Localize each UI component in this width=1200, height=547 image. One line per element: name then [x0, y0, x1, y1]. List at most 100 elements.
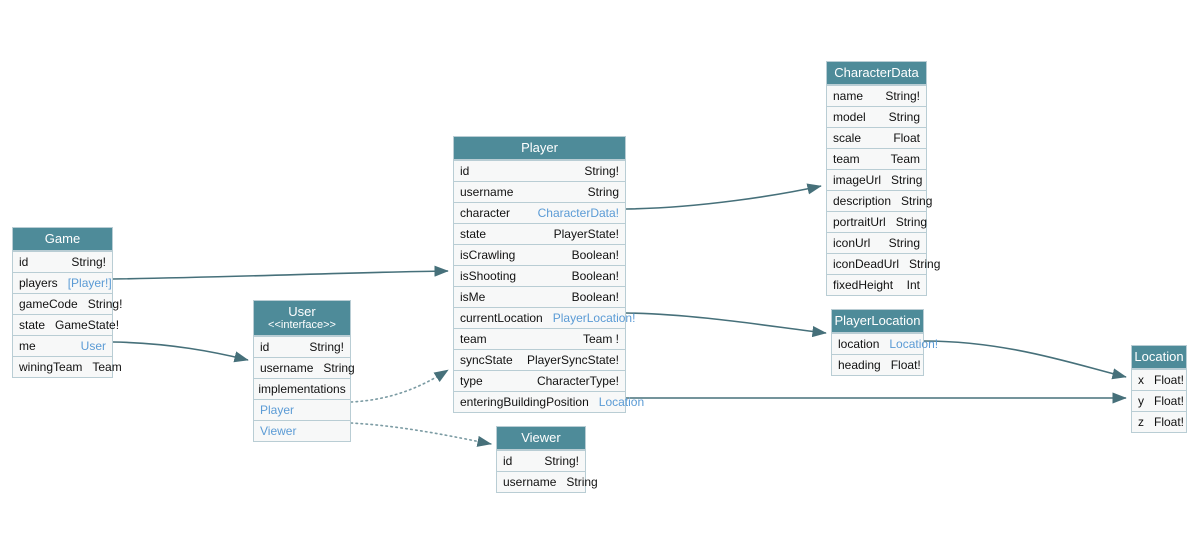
entity-header-characterdata: CharacterData [827, 62, 926, 85]
field-type: Float! [1154, 415, 1185, 429]
field-name: location [838, 337, 880, 351]
edge-playerlocation-location-to-location [923, 340, 1127, 380]
implementation-name[interactable]: Player [260, 403, 295, 417]
field-type: String [909, 257, 941, 271]
field-type: String [891, 173, 923, 187]
field-name: username [260, 361, 314, 375]
field-name: players [19, 276, 58, 290]
field-row: y Float! [1132, 390, 1186, 411]
field-type: String [566, 475, 598, 489]
edge-player-currentlocation-to-playerlocation [625, 312, 827, 338]
field-type: Team [92, 360, 122, 374]
field-name: character [460, 206, 511, 220]
implementation-row[interactable]: Viewer [254, 420, 350, 441]
entity-header-player: Player [454, 137, 625, 160]
field-name: currentLocation [460, 311, 543, 325]
implementation-row[interactable]: Player [254, 399, 350, 420]
field-type: Int [906, 278, 920, 292]
field-name: iconUrl [833, 236, 871, 250]
field-name: z [1138, 415, 1144, 429]
field-row: team Team [827, 148, 926, 169]
field-row: id String! [254, 336, 350, 357]
field-type: Float! [890, 358, 921, 372]
field-name: x [1138, 373, 1144, 387]
field-name: imageUrl [833, 173, 882, 187]
field-row: character CharacterData! [454, 202, 625, 223]
field-name: state [460, 227, 487, 241]
field-name: isMe [460, 290, 486, 304]
field-type[interactable]: User [80, 339, 106, 353]
field-type: String! [87, 297, 123, 311]
field-row: currentLocation PlayerLocation! [454, 307, 635, 328]
field-type[interactable]: CharacterData! [537, 206, 619, 220]
field-type[interactable]: [Player!] [67, 276, 112, 290]
field-row: location Location! [832, 333, 938, 354]
edge-user-impl-player [350, 369, 449, 403]
field-row: isShooting Boolean! [454, 265, 625, 286]
field-name: isShooting [460, 269, 517, 283]
field-type: CharacterType! [536, 374, 619, 388]
field-type[interactable]: Location! [889, 337, 939, 351]
field-type: Team [890, 152, 920, 166]
field-name: id [260, 340, 270, 354]
field-type: Float! [1154, 373, 1185, 387]
field-type: String [901, 194, 933, 208]
field-type: String [587, 185, 619, 199]
entity-title: User [288, 304, 316, 319]
entity-header-viewer: Viewer [497, 427, 585, 450]
field-type[interactable]: PlayerLocation! [552, 311, 636, 325]
entity-header-playerlocation: PlayerLocation [832, 310, 923, 333]
field-type: Float! [1154, 394, 1185, 408]
field-type: String [895, 215, 928, 229]
field-name: isCrawling [460, 248, 516, 262]
field-row: description String [827, 190, 932, 211]
entity-title: CharacterData [834, 65, 919, 80]
entity-header-user: User<<interface>> [254, 301, 350, 336]
field-name: enteringBuildingPosition [460, 395, 589, 409]
field-row: portraitUrl String [827, 211, 928, 232]
entity-title: Game [44, 231, 81, 246]
edge-game-me-to-user [112, 341, 249, 363]
field-name: portraitUrl [833, 215, 886, 229]
field-type[interactable]: Location [598, 395, 645, 409]
implementation-name[interactable]: Viewer [260, 424, 297, 438]
field-row: enteringBuildingPosition Location [454, 391, 644, 412]
entity-stereotype: <<interface>> [268, 319, 336, 331]
field-name: description [833, 194, 892, 208]
entity-header-location: Location [1132, 346, 1186, 369]
entity-title: Location [1134, 349, 1184, 364]
field-type: String! [309, 340, 344, 354]
field-name: id [460, 164, 470, 178]
field-type: Boolean! [571, 269, 619, 283]
field-type: PlayerState! [553, 227, 619, 241]
field-name: winingTeam [19, 360, 83, 374]
field-name: y [1138, 394, 1144, 408]
field-type: Team ! [582, 332, 619, 346]
field-type: PlayerSyncState! [526, 353, 619, 367]
field-name: team [833, 152, 860, 166]
